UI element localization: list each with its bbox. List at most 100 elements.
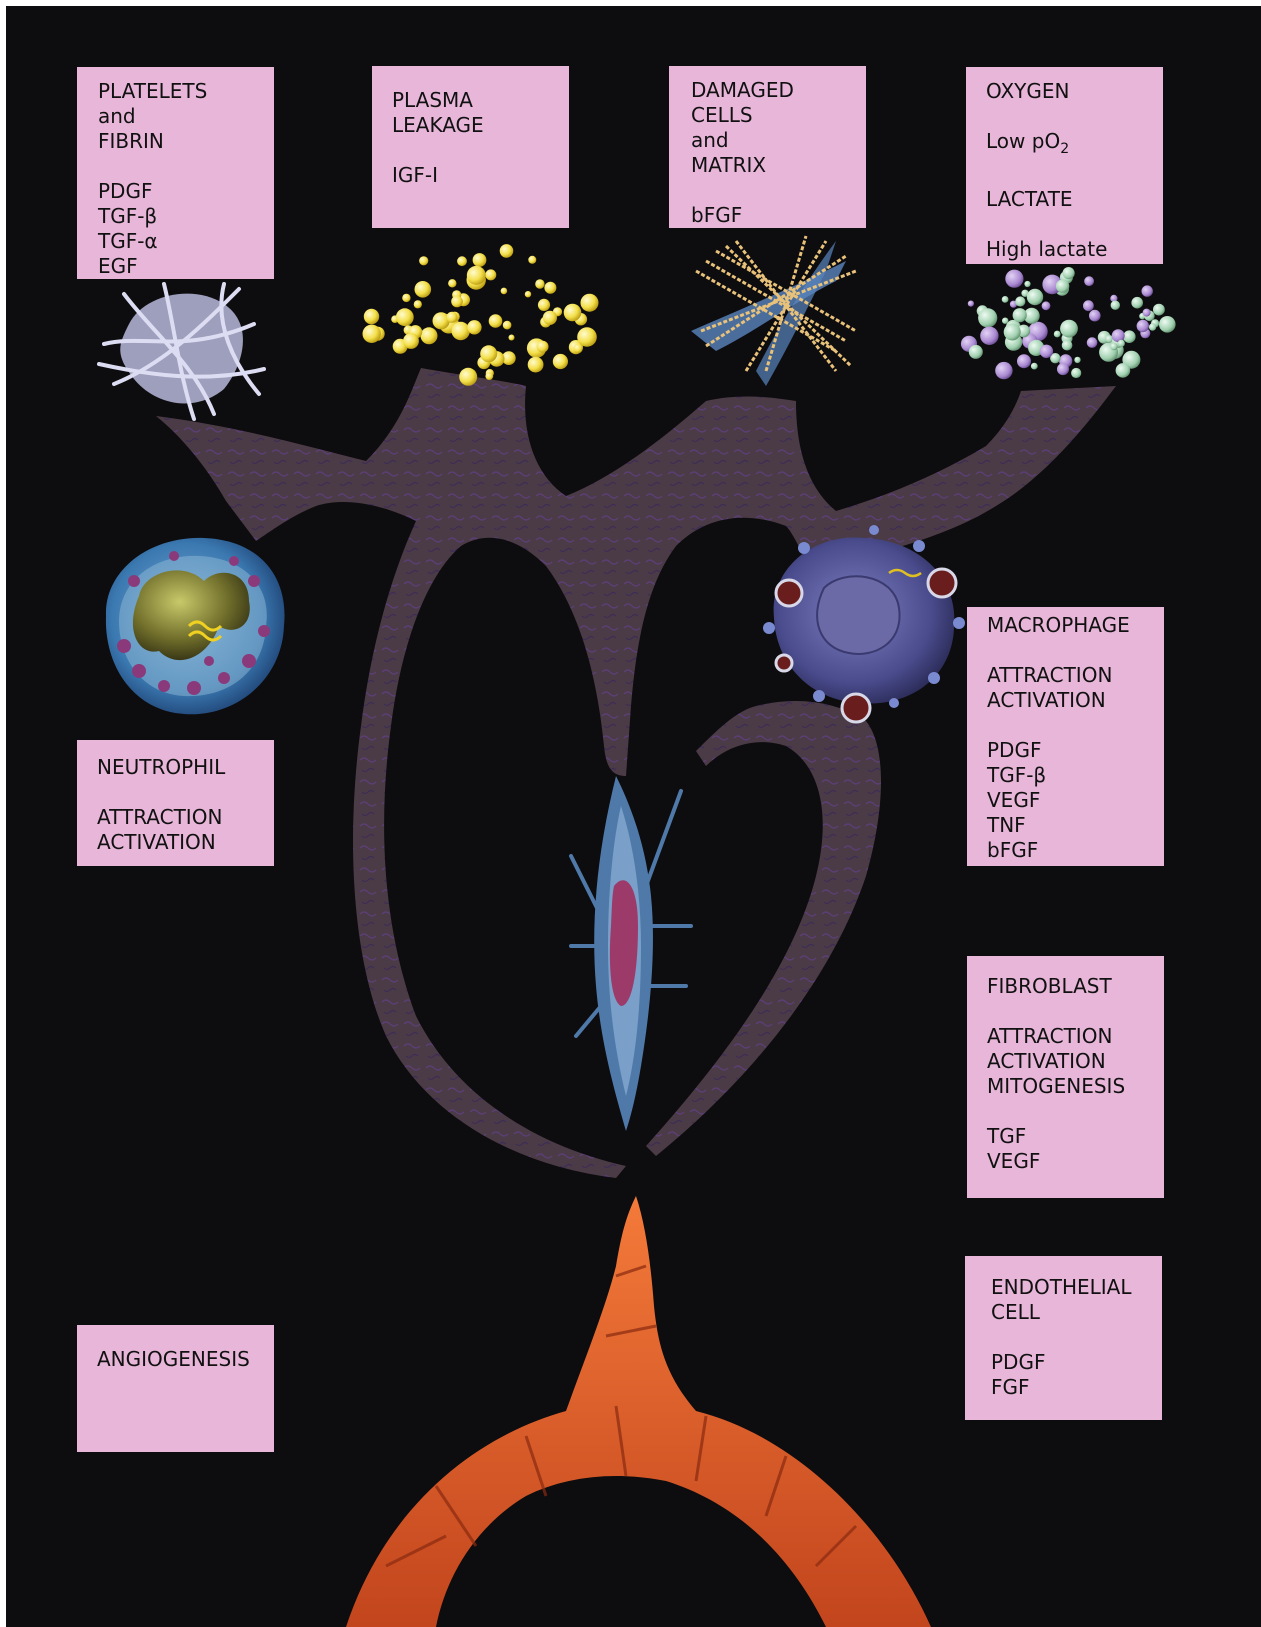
- platelets-line: PDGF: [98, 179, 274, 204]
- neutrophil-line: ATTRACTION: [97, 805, 274, 830]
- oxygen-bubble: [980, 327, 998, 345]
- fibroblast-line: ATTRACTION: [987, 1024, 1164, 1049]
- plasma-droplet: [473, 253, 487, 267]
- oxygen-box: OXYGENLow pO2LACTATEHigh lactate: [966, 67, 1163, 264]
- oxygen-bubble: [1083, 300, 1094, 311]
- macrophage-icon: [763, 525, 965, 722]
- plasma-droplet: [564, 304, 582, 322]
- neutrophil-icon: [106, 538, 285, 714]
- neutrophil-line-text: NEUTROPHIL: [97, 755, 225, 779]
- fibroblast-line: MITOGENESIS: [987, 1074, 1164, 1099]
- plasma-droplet: [528, 256, 536, 264]
- fibroblast-line: FIBROBLAST: [987, 974, 1164, 999]
- macrophage-line: PDGF: [987, 738, 1164, 763]
- oxygen-line: LACTATE: [986, 187, 1163, 212]
- endothelial-line: FGF: [991, 1375, 1162, 1400]
- oxygen-bubble: [1131, 297, 1143, 309]
- line-gap: [97, 780, 274, 805]
- plasma-droplet: [363, 325, 381, 343]
- oxygen-bubble: [1063, 267, 1075, 279]
- oxygen-bubble: [1013, 308, 1027, 322]
- line-gap: [986, 104, 1163, 129]
- plasma-droplets-icon: [363, 244, 599, 386]
- neutrophil-line-text: ACTIVATION: [97, 830, 216, 854]
- plasma-droplet: [544, 282, 556, 294]
- oxygen-bubble: [1118, 340, 1125, 347]
- plasma-droplet: [501, 288, 508, 295]
- plasma-droplet: [538, 299, 550, 311]
- macrophage-line: VEGF: [987, 788, 1164, 813]
- macrophage-line-text: TGF-β: [987, 763, 1046, 787]
- oxygen-bubble: [1089, 310, 1101, 322]
- oxygen-bubble: [1004, 324, 1021, 341]
- plasma-droplet: [415, 281, 432, 298]
- line-gap: [986, 162, 1163, 187]
- platelet-icon: [99, 284, 264, 419]
- plasma-droplet: [535, 279, 544, 288]
- plasma-droplet: [467, 266, 486, 285]
- oxygen-bubble: [1087, 337, 1098, 348]
- plasma-droplet: [448, 279, 456, 287]
- plasma-line-text: LEAKAGE: [392, 113, 484, 137]
- oxygen-line-text: LACTATE: [986, 187, 1073, 211]
- macrophage-line-text: VEGF: [987, 788, 1040, 812]
- damaged-line: CELLS: [691, 103, 866, 128]
- platelets-line: EGF: [98, 254, 274, 279]
- line-gap: [392, 138, 569, 163]
- oxygen-subscript: 2: [1060, 141, 1069, 157]
- damaged-line-text: and: [691, 128, 729, 152]
- plasma-droplet: [364, 309, 379, 324]
- fibroblast-line-text: MITOGENESIS: [987, 1074, 1125, 1098]
- plasma-line-text: IGF-I: [392, 163, 438, 187]
- line-gap: [986, 212, 1163, 237]
- oxygen-bubble: [1137, 320, 1149, 332]
- macrophage-box: MACROPHAGEATTRACTIONACTIVATIONPDGFTGF-βV…: [967, 607, 1164, 866]
- line-gap: [987, 1099, 1164, 1124]
- oxygen-bubble: [1054, 331, 1061, 338]
- angiogenesis-line: ANGIOGENESIS: [97, 1347, 274, 1372]
- fibroblast-line: VEGF: [987, 1149, 1164, 1174]
- plasma-box: PLASMALEAKAGE IGF-I: [372, 66, 569, 228]
- oxygen-bubble: [1123, 330, 1136, 343]
- oxygen-bubble: [1017, 354, 1031, 368]
- oxygen-bubble: [1142, 285, 1153, 296]
- plasma-droplet: [509, 335, 515, 341]
- damaged-line: DAMAGED: [691, 78, 866, 103]
- line-gap: [691, 178, 866, 203]
- plasma-droplet: [553, 354, 568, 369]
- plasma-line: PLASMA: [392, 88, 569, 113]
- oxygen-bubble: [1057, 363, 1069, 375]
- macrophage-line: TNF: [987, 813, 1164, 838]
- damaged-line: bFGF: [691, 203, 866, 228]
- oxygen-bubble: [1024, 281, 1030, 287]
- oxygen-bubble: [1005, 270, 1023, 288]
- damaged-line-text: MATRIX: [691, 153, 766, 177]
- plasma-droplet: [500, 244, 514, 258]
- platelets-line-text: TGF-β: [98, 204, 157, 228]
- plasma-droplet: [537, 341, 549, 353]
- macrophage-line: ACTIVATION: [987, 688, 1164, 713]
- damaged-cells-box: DAMAGEDCELLSandMATRIX bFGF: [669, 66, 866, 228]
- oxygen-bubble: [1074, 357, 1080, 363]
- plasma-droplet: [467, 320, 481, 334]
- plasma-droplet: [452, 322, 470, 340]
- neutrophil-line: ACTIVATION: [97, 830, 274, 855]
- oxygen-bubble: [1062, 340, 1073, 351]
- macrophage-line-text: ATTRACTION: [987, 663, 1112, 687]
- line-gap: [98, 154, 274, 179]
- diagram-canvas: PLATELETSandFIBRINPDGFTGF-βTGF-αEGF PLAS…: [6, 6, 1261, 1627]
- oxygen-bubble: [968, 301, 974, 307]
- plasma-line: LEAKAGE: [392, 113, 569, 138]
- plasma-droplet: [451, 296, 463, 308]
- plasma-line-text: PLASMA: [392, 88, 473, 112]
- oxygen-bubble: [1143, 309, 1151, 317]
- angiogenesis-line-text: ANGIOGENESIS: [97, 1347, 250, 1371]
- endothelial-line: CELL: [991, 1300, 1162, 1325]
- platelets-line-text: EGF: [98, 254, 138, 278]
- endothelial-line-text: PDGF: [991, 1350, 1045, 1374]
- platelets-line-text: and: [98, 104, 136, 128]
- endothelial-line: PDGF: [991, 1350, 1162, 1375]
- plasma-droplet: [421, 327, 438, 344]
- plasma-droplet: [485, 269, 496, 280]
- endothelial-line-text: FGF: [991, 1375, 1030, 1399]
